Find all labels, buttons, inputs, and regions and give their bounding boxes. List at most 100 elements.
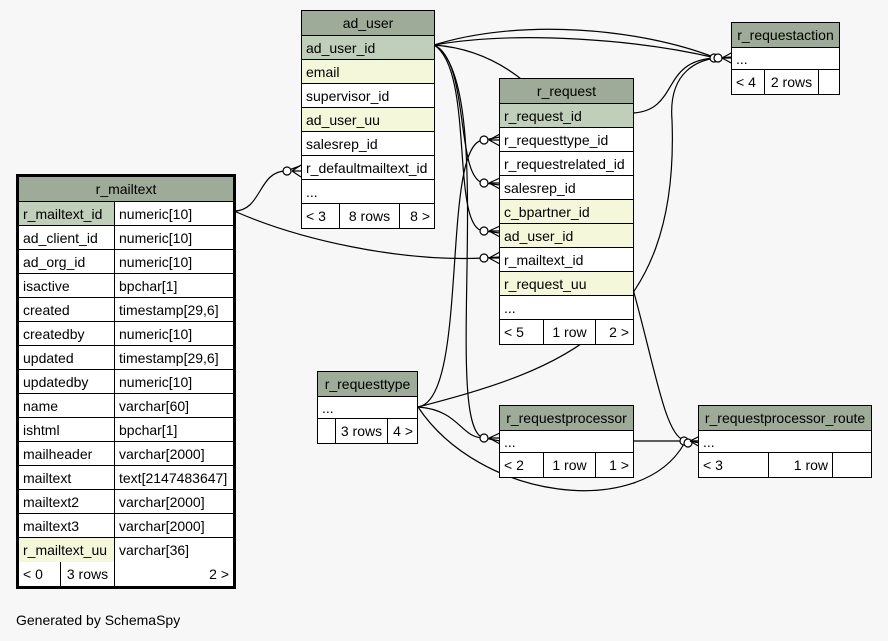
- children-count: [819, 70, 839, 94]
- column-name: name: [19, 394, 115, 417]
- column-name: r_defaultmailtext_id: [306, 160, 428, 176]
- column-name: ...: [736, 51, 748, 67]
- column-name: ad_user_id: [306, 40, 376, 56]
- parents-count: [318, 419, 336, 443]
- column-name: salesrep_id: [306, 136, 378, 152]
- rel-aduser-aduserid: [433, 44, 501, 234]
- column-name: r_requesttype_id: [504, 132, 609, 148]
- table-title: r_requestprocessor_route: [699, 406, 871, 431]
- column-type: varchar[36]: [119, 542, 190, 558]
- parents-count: < 3: [302, 204, 340, 228]
- column-name: ...: [504, 434, 516, 450]
- rel-aduser-action-1: [433, 28, 733, 59]
- children-count: [833, 453, 871, 477]
- column-name: mailtext: [19, 466, 115, 489]
- rel-type-route: [417, 406, 685, 492]
- column-name: c_bpartner_id: [504, 204, 590, 220]
- rel-aduser-processor: [433, 44, 501, 442]
- column-name: r_mailtext_id: [504, 252, 584, 268]
- children-count: 2 >: [209, 566, 229, 582]
- column-name: isactive: [19, 274, 115, 297]
- row-count: 1 row: [544, 320, 596, 344]
- column-name: r_mailtext_id: [19, 202, 115, 225]
- column-name: salesrep_id: [504, 180, 576, 196]
- column-name: updatedby: [19, 370, 115, 393]
- column-name: r_request_id: [504, 108, 582, 124]
- column-type: bpchar[1]: [119, 422, 178, 438]
- table-title: r_request: [500, 79, 633, 104]
- table-r-requesttype[interactable]: r_requesttype ... 3 rows 4 >: [317, 371, 418, 444]
- column-type: numeric[10]: [119, 230, 193, 246]
- column-name: ad_user_id: [504, 228, 574, 244]
- column-name: ad_org_id: [19, 250, 115, 273]
- column-name: email: [306, 64, 340, 80]
- generated-by-credit[interactable]: Generated by SchemaSpy: [16, 612, 181, 628]
- table-r-request[interactable]: r_request r_request_id r_requesttype_id …: [499, 78, 634, 345]
- column-type: numeric[10]: [119, 326, 193, 342]
- rel-type-action: [417, 57, 717, 408]
- column-name: r_request_uu: [504, 276, 587, 292]
- table-ad-user[interactable]: ad_user ad_user_id email supervisor_id a…: [301, 10, 435, 229]
- row-count: 1 row: [544, 453, 596, 477]
- row-count: 3 rows: [61, 562, 115, 586]
- table-r-requestaction[interactable]: r_requestaction ... < 4 2 rows: [731, 22, 840, 95]
- table-title: r_requestaction: [732, 23, 839, 48]
- column-type: numeric[10]: [119, 206, 193, 222]
- children-count: 1 >: [609, 457, 629, 473]
- table-r-requestprocessor-route[interactable]: r_requestprocessor_route ... < 3 1 row: [698, 405, 872, 478]
- column-type: numeric[10]: [119, 254, 193, 270]
- column-name: updated: [19, 346, 115, 369]
- parents-count: < 4: [732, 70, 765, 94]
- column-name: ishtml: [19, 418, 115, 441]
- children-count: 8 >: [410, 208, 430, 224]
- table-title: r_requestprocessor: [500, 406, 633, 431]
- rel-type-request: [417, 136, 501, 408]
- table-r-requestprocessor[interactable]: r_requestprocessor ... < 2 1 row 1 >: [499, 405, 634, 478]
- parents-count: < 5: [500, 320, 544, 344]
- column-name: ...: [322, 400, 334, 416]
- rel-request-action: [632, 57, 717, 114]
- row-count: 3 rows: [336, 419, 388, 443]
- column-name: r_mailtext_uu: [19, 538, 115, 562]
- column-name: mailtext3: [19, 514, 115, 537]
- column-name: ...: [504, 300, 516, 316]
- column-type: varchar[2000]: [119, 494, 205, 510]
- rel-aduser-action-2: [433, 37, 717, 59]
- column-type: numeric[10]: [119, 374, 193, 390]
- column-type: bpchar[1]: [119, 278, 178, 294]
- column-type: text[2147483647]: [119, 470, 228, 486]
- row-count: 2 rows: [765, 70, 819, 94]
- column-name: mailtext2: [19, 490, 115, 513]
- rel-type-processor: [417, 406, 485, 439]
- table-title: ad_user: [302, 11, 434, 36]
- parents-count: < 0: [19, 562, 61, 586]
- column-type: timestamp[29,6]: [119, 302, 219, 318]
- column-name: ...: [306, 184, 318, 200]
- children-count: 4 >: [393, 423, 413, 439]
- rel-mailtext-request: [233, 210, 501, 260]
- column-type: timestamp[29,6]: [119, 350, 219, 366]
- column-name: created: [19, 298, 115, 321]
- column-type: varchar[2000]: [119, 446, 205, 462]
- column-name: ad_user_uu: [306, 112, 380, 128]
- parents-count: < 2: [500, 453, 544, 477]
- table-title: r_mailtext: [19, 177, 233, 202]
- table-title: r_requesttype: [318, 372, 417, 397]
- parents-count: < 3: [699, 453, 769, 477]
- column-name: ...: [703, 434, 715, 450]
- column-name: ad_client_id: [19, 226, 115, 249]
